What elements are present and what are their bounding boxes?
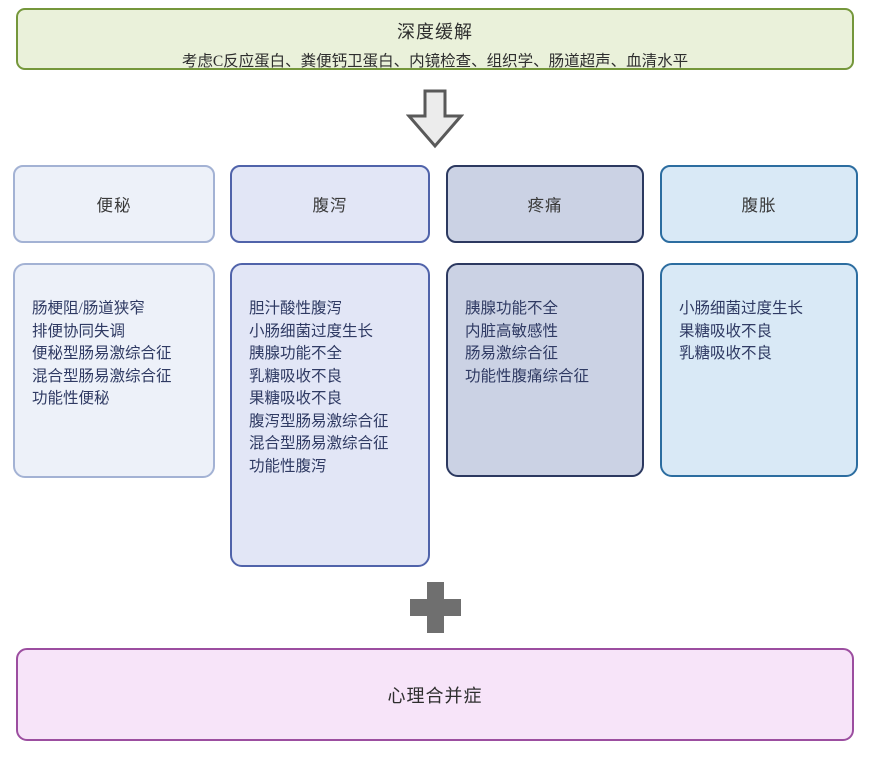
list-item: 胆汁酸性腹泻 — [249, 300, 343, 317]
category-header-bloating: 腹胀 — [660, 165, 858, 243]
deep-remission-subtitle: 考虑C反应蛋白、粪便钙卫蛋白、内镜检查、组织学、肠道超声、血清水平 — [181, 53, 689, 70]
list-item: 功能性便秘 — [32, 390, 110, 407]
down-arrow-icon — [406, 89, 464, 149]
symptom-list-pain: 胰腺功能不全内脏高敏感性肠易激综合征功能性腹痛综合征 — [446, 263, 644, 477]
list-item: 排便协同失调 — [32, 322, 126, 340]
category-header-constipation: 便秘 — [13, 165, 215, 243]
psychological-comorbidity-label: 心理合并症 — [387, 685, 483, 706]
category-header-diarrhea: 腹泻 — [230, 165, 430, 243]
list-item: 肠梗阻/肠道狭窄 — [32, 300, 145, 317]
list-item: 胰腺功能不全 — [465, 300, 559, 317]
list-item: 小肠细菌过度生长 — [249, 322, 374, 340]
list-item: 功能性腹泻 — [249, 457, 327, 475]
list-item: 乳糖吸收不良 — [679, 345, 773, 362]
plus-icon — [410, 582, 461, 633]
list-item: 便秘型肠易激综合征 — [32, 345, 172, 362]
list-item: 胰腺功能不全 — [249, 345, 343, 362]
list-item: 果糖吸收不良 — [249, 390, 343, 407]
list-item: 肠易激综合征 — [465, 345, 559, 362]
category-label: 疼痛 — [527, 196, 563, 215]
category-label: 便秘 — [96, 196, 132, 215]
category-label: 腹胀 — [741, 196, 777, 215]
psychological-comorbidity-box: 心理合并症 — [16, 648, 854, 741]
list-item: 功能性腹痛综合征 — [465, 367, 590, 385]
list-item: 腹泻型肠易激综合征 — [249, 412, 389, 430]
list-item: 果糖吸收不良 — [679, 322, 773, 340]
list-item: 内脏高敏感性 — [465, 322, 559, 340]
symptom-list-bloating: 小肠细菌过度生长果糖吸收不良乳糖吸收不良 — [660, 263, 858, 477]
list-item: 乳糖吸收不良 — [249, 367, 343, 385]
symptom-list-diarrhea: 胆汁酸性腹泻小肠细菌过度生长胰腺功能不全乳糖吸收不良果糖吸收不良腹泻型肠易激综合… — [230, 263, 430, 567]
deep-remission-title: 深度缓解 — [397, 22, 473, 42]
list-item: 小肠细菌过度生长 — [679, 300, 804, 317]
symptom-list-constipation: 肠梗阻/肠道狭窄排便协同失调便秘型肠易激综合征混合型肠易激综合征功能性便秘 — [13, 263, 215, 478]
list-item: 混合型肠易激综合征 — [32, 367, 172, 385]
category-header-pain: 疼痛 — [446, 165, 644, 243]
list-item: 混合型肠易激综合征 — [249, 435, 389, 452]
category-label: 腹泻 — [312, 196, 348, 215]
deep-remission-box: 深度缓解 考虑C反应蛋白、粪便钙卫蛋白、内镜检查、组织学、肠道超声、血清水平 — [16, 8, 854, 70]
